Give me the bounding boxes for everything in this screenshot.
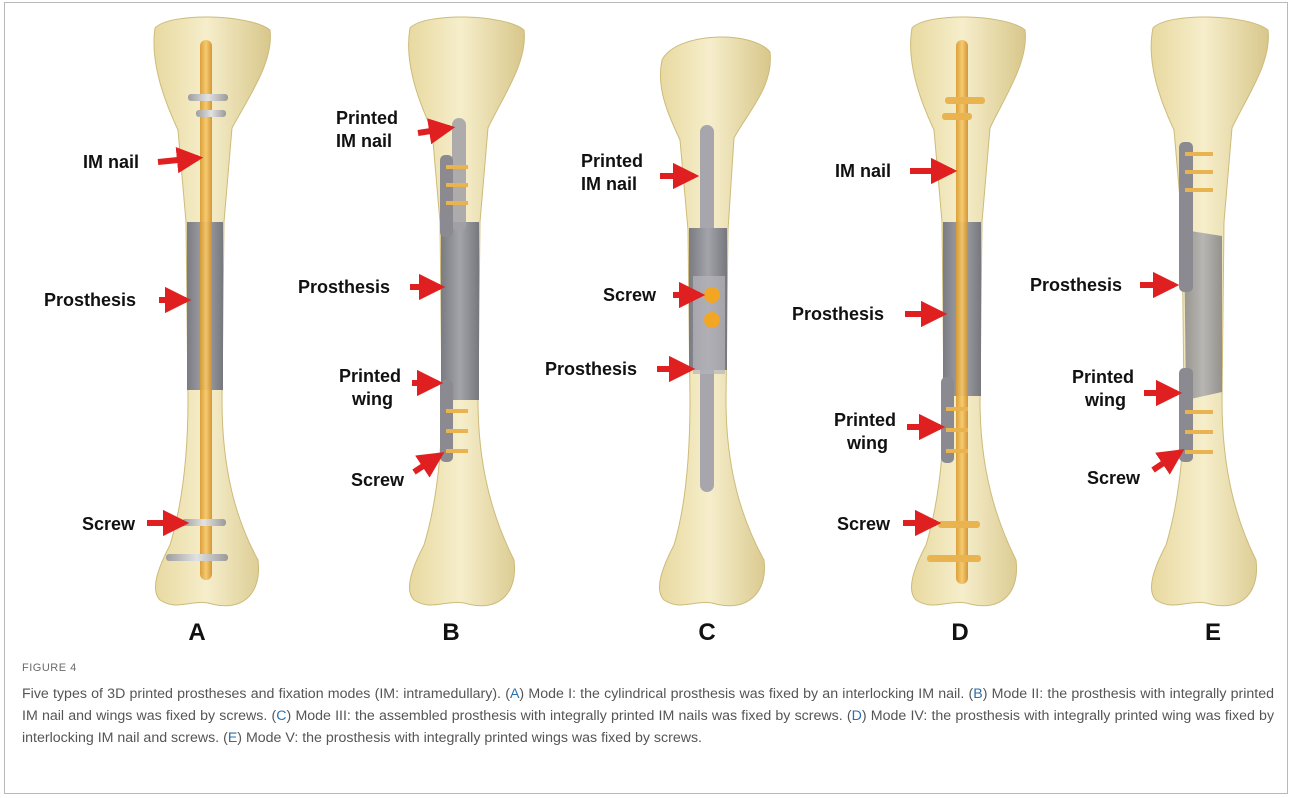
panel-letter-c: C bbox=[698, 619, 715, 646]
label-printed-nail-c-2: IM nail bbox=[581, 174, 637, 194]
label-prosthesis-a: Prosthesis bbox=[44, 290, 136, 310]
arrow-nail-a bbox=[158, 158, 198, 162]
printed-wing-e-top bbox=[1179, 142, 1193, 292]
label-printed-wing-e-2: wing bbox=[1084, 390, 1126, 410]
printed-nail-c-top bbox=[700, 125, 714, 245]
label-printed-wing-d-2: wing bbox=[846, 433, 888, 453]
label-printed-wing-b-1: Printed bbox=[339, 366, 401, 386]
panel-letter-a: A bbox=[188, 619, 205, 646]
label-printed-wing-e-1: Printed bbox=[1072, 367, 1134, 387]
label-prosthesis-c: Prosthesis bbox=[545, 359, 637, 379]
arrow-screw-b bbox=[414, 455, 440, 472]
label-im-nail-a: IM nail bbox=[83, 152, 139, 172]
label-printed-nail-c-1: Printed bbox=[581, 151, 643, 171]
caption-letter-c: C bbox=[276, 708, 286, 724]
im-nail-d bbox=[956, 40, 968, 584]
label-screw-c: Screw bbox=[603, 285, 657, 305]
figure-illustration: IM nail Prosthesis Screw A Printed IM na… bbox=[0, 0, 1293, 650]
locking-screw-d-4 bbox=[927, 555, 981, 562]
label-prosthesis-b: Prosthesis bbox=[298, 277, 390, 297]
printed-nail-b bbox=[452, 118, 466, 232]
printed-wing-e-bottom bbox=[1179, 368, 1193, 462]
printed-nail-c-bottom bbox=[700, 360, 714, 492]
panel-c: Printed IM nail Screw Prosthesis C bbox=[545, 37, 770, 646]
screw-a-2 bbox=[196, 110, 226, 117]
label-printed-wing-b-2: wing bbox=[351, 389, 393, 409]
caption-part-e: Mode V: the prosthesis with integrally p… bbox=[246, 730, 702, 746]
panel-d: IM nail Prosthesis Printed wing Screw D bbox=[792, 17, 1025, 646]
label-printed-nail-b-2: IM nail bbox=[336, 131, 392, 151]
label-prosthesis-e: Prosthesis bbox=[1030, 275, 1122, 295]
panel-letter-e: E bbox=[1205, 619, 1221, 646]
label-printed-wing-d-1: Printed bbox=[834, 410, 896, 430]
caption-letter-d: D bbox=[852, 708, 862, 724]
panel-b: Printed IM nail Prosthesis Printed wing … bbox=[298, 17, 524, 646]
label-screw-a: Screw bbox=[82, 514, 136, 534]
panel-a: IM nail Prosthesis Screw A bbox=[44, 17, 270, 646]
caption-intro: Five types of 3D printed prostheses and … bbox=[22, 686, 501, 702]
prosthesis-b bbox=[441, 222, 479, 400]
screw-c-1 bbox=[704, 287, 720, 303]
panel-letter-b: B bbox=[442, 619, 459, 646]
label-prosthesis-d: Prosthesis bbox=[792, 304, 884, 324]
screw-a-1 bbox=[188, 94, 228, 101]
im-nail-a bbox=[200, 40, 212, 580]
label-screw-d: Screw bbox=[837, 514, 891, 534]
caption-letter-b: B bbox=[973, 686, 982, 702]
screw-a-3 bbox=[182, 519, 226, 526]
locking-screw-d-2 bbox=[942, 113, 972, 120]
caption-part-c: Mode III: the assembled prosthesis with … bbox=[295, 708, 842, 724]
caption-letter-a: A bbox=[510, 686, 519, 702]
caption-letter-e: E bbox=[228, 730, 237, 746]
figure-caption: Five types of 3D printed prostheses and … bbox=[22, 683, 1274, 749]
panel-letter-d: D bbox=[951, 619, 968, 646]
panel-e: Prosthesis Printed wing Screw E bbox=[1030, 17, 1268, 646]
screw-c-2 bbox=[704, 312, 720, 328]
caption-part-a: Mode I: the cylindrical prosthesis was f… bbox=[528, 686, 964, 702]
label-screw-e: Screw bbox=[1087, 468, 1141, 488]
label-printed-nail-b-1: Printed bbox=[336, 108, 398, 128]
arrow-screw-e bbox=[1153, 452, 1180, 470]
locking-screw-d-1 bbox=[945, 97, 985, 104]
locking-screw-d-3 bbox=[938, 521, 980, 528]
screw-a-4 bbox=[166, 554, 228, 561]
label-im-nail-d: IM nail bbox=[835, 161, 891, 181]
label-screw-b: Screw bbox=[351, 470, 405, 490]
figure-label: FIGURE 4 bbox=[22, 662, 77, 674]
